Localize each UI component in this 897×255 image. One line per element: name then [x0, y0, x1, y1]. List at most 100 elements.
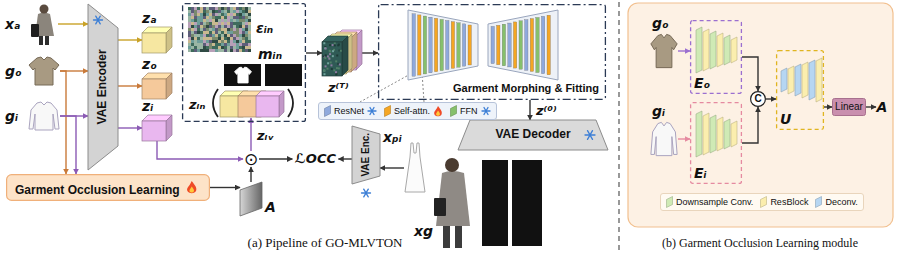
drawing-part: [323, 70, 325, 72]
text-holder: Garment Morphing & Fitting: [453, 78, 599, 96]
drawing-part: [239, 16, 242, 19]
drawing-part: [206, 40, 209, 43]
drawing-part: [200, 31, 203, 34]
drawing-part: [245, 43, 248, 46]
drawing-part: [236, 25, 239, 28]
drawing-part: [206, 37, 209, 40]
drawing-part: [227, 13, 230, 16]
drawing-part: [242, 46, 245, 49]
drawing-part: [97, 19, 99, 21]
drawing-part: [215, 25, 218, 28]
drawing-part: [457, 23, 460, 67]
drawing-part: [440, 19, 443, 70]
legend-swatch: [384, 105, 391, 117]
drawing-part: [209, 16, 212, 19]
connector: [58, 23, 88, 24]
garment-image: xₚᵢ: [404, 142, 426, 194]
drawing-part: [239, 10, 242, 13]
drawing-part: [248, 31, 251, 34]
drawing-part: [322, 55, 324, 57]
drawing-part: [233, 40, 236, 43]
encoder-box: Eₒ: [690, 20, 742, 94]
drawing-part: [212, 22, 215, 25]
drawing-part: [194, 46, 197, 49]
drawing-part: [724, 35, 730, 65]
drawing-part: [218, 46, 221, 49]
drawing-part: [242, 7, 245, 10]
drawing-part: [212, 7, 215, 10]
drawing-part: [188, 10, 191, 13]
drawing-part: [227, 46, 230, 49]
legend-icon: [367, 105, 377, 117]
drawing-part: [188, 28, 191, 31]
drawing-part: [212, 49, 215, 52]
node-shape: [650, 120, 678, 158]
drawing-part: [245, 13, 248, 16]
drawing-part: [233, 49, 236, 52]
node-label: A: [877, 99, 888, 115]
legend-item: Deconv.: [815, 196, 857, 208]
drawing-part: [215, 28, 218, 31]
drawing-part: [227, 25, 230, 28]
drawing-part: [203, 25, 206, 28]
drawing-part: [191, 25, 194, 28]
drawing-part: [330, 61, 332, 63]
drawing-part: [200, 46, 203, 49]
drawing-part: [209, 7, 212, 10]
drawing-part: [203, 13, 206, 16]
drawing-part: [717, 33, 723, 67]
connector: [338, 158, 352, 159]
encoder-block: VAE Encoder: [88, 4, 118, 170]
drawing-part: [245, 10, 248, 13]
drawing-part: [323, 42, 325, 44]
drawing-part: [200, 43, 203, 46]
node-shape: [188, 88, 302, 118]
drawing-part: [816, 58, 822, 102]
node-shape: [224, 64, 302, 86]
drawing-part: [209, 28, 212, 31]
linear-layer: Linear: [832, 98, 866, 116]
drawing-part: [242, 28, 245, 31]
trainable-icon: [187, 181, 196, 193]
node-label: Garment Occlusion Learning: [15, 183, 180, 197]
drawing-part: [224, 34, 227, 37]
drawing-part: [455, 226, 462, 248]
drawing-part: [691, 21, 742, 94]
drawing-part: [235, 67, 252, 83]
node-shape: [28, 55, 60, 87]
drawing-part: [212, 34, 215, 37]
drawing-part: [512, 160, 542, 246]
drawing-part: [491, 26, 494, 63]
legend-text: Deconv.: [825, 197, 857, 207]
node-label: gᵢ: [5, 108, 18, 124]
encoder-block: VAE Enc.: [352, 126, 380, 184]
node-shape: [434, 156, 544, 250]
drawing-part: [352, 126, 380, 184]
drawing-part: [233, 46, 236, 49]
drawing-part: [236, 16, 239, 19]
node-label: VAE Enc.: [360, 133, 372, 177]
noise-image: εᵢₙ: [188, 7, 250, 51]
drawing-part: [200, 13, 203, 16]
drawing-part: [221, 10, 224, 13]
text-holder: VAE Enc.: [352, 126, 380, 184]
drawing-part: [224, 46, 227, 49]
drawing-part: [233, 19, 236, 22]
drawing-part: [7, 175, 210, 201]
drawing-part: [191, 10, 194, 13]
drawing-part: [206, 43, 209, 46]
drawing-part: [585, 134, 595, 135]
drawing-part: [221, 46, 224, 49]
drawing-part: [224, 49, 227, 52]
drawing-part: [233, 13, 236, 16]
drawing-part: [502, 24, 505, 66]
drawing-part: [39, 36, 43, 45]
drawing-part: [484, 108, 488, 115]
node-label: xg: [414, 223, 433, 239]
drawing-part: [221, 16, 224, 19]
drawing-part: [197, 13, 200, 16]
drawing-part: [236, 19, 239, 22]
drawing-part: [330, 64, 332, 66]
node-label: mᵢₙ: [258, 46, 282, 62]
drawing-part: [248, 34, 251, 37]
